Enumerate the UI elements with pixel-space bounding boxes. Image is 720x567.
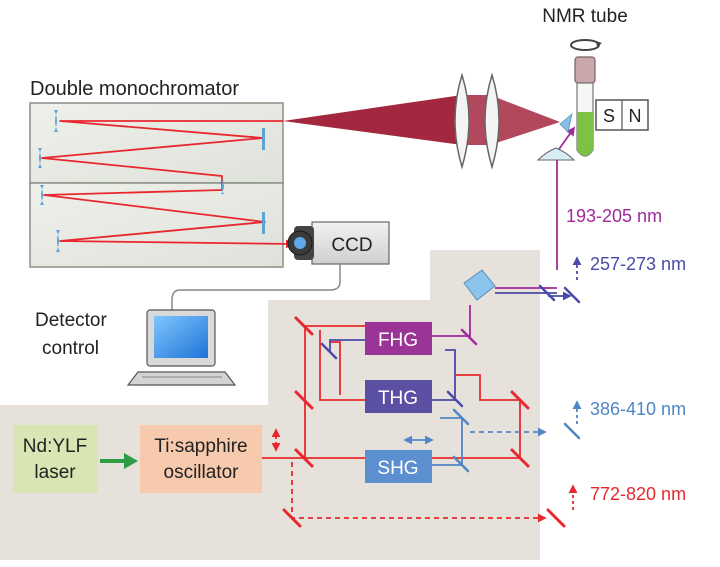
tisapphire-oscillator-box: Ti:sapphire oscillator — [140, 425, 262, 493]
nmr-tube-label: NMR tube — [542, 6, 628, 27]
collection-lens — [454, 72, 470, 170]
computer-icon — [126, 309, 237, 386]
nmr-tube — [574, 56, 596, 157]
ndylf-label-line2: laser — [34, 462, 76, 483]
fhg-label: FHG — [378, 330, 418, 351]
ccd-label: CCD — [331, 235, 372, 256]
harmonic-mirrors — [320, 284, 581, 473]
tisapphire-label-line1: Ti:sapphire — [154, 436, 247, 457]
fhg-box: FHG — [365, 322, 432, 355]
tisapphire-label-line2: oscillator — [164, 462, 240, 483]
ccd-camera: CCD — [287, 221, 390, 265]
uv-excitation-path — [536, 112, 576, 270]
focusing-lens — [484, 72, 500, 170]
wavelength-257-273-label: 257-273 nm — [590, 254, 686, 274]
thg-box: THG — [365, 380, 432, 413]
optical-table-panel — [0, 250, 540, 560]
wavelength-193-205-label: 193-205 nm — [566, 206, 662, 226]
red-mirrors — [282, 316, 566, 528]
ccd-cable — [171, 264, 341, 310]
wavelength-772-820-label: 772-820 nm — [590, 484, 686, 504]
double-monochromator — [29, 102, 295, 268]
rotation-arrow-icon — [570, 39, 602, 51]
magnet: S N — [595, 99, 649, 131]
magnet-s-label: S — [603, 106, 615, 126]
detector-control-label-line2: control — [42, 338, 99, 359]
raman-collection-beam — [283, 95, 462, 145]
thg-label: THG — [378, 388, 418, 409]
double-monochromator-label: Double monochromator — [30, 78, 239, 100]
detector-control-label-line1: Detector — [35, 310, 107, 331]
pump-arrow-icon — [100, 453, 138, 469]
monochromator-beam-path — [41, 120, 295, 249]
ndylf-label-line1: Nd:YLF — [23, 436, 87, 457]
shg-label: SHG — [377, 458, 418, 479]
raman-focus-beam — [462, 95, 560, 145]
wavelength-386-410-label: 386-410 nm — [590, 399, 686, 419]
harmonic-separator-prism — [463, 269, 496, 301]
shg-box: SHG — [365, 450, 432, 483]
magnet-n-label: N — [629, 106, 642, 126]
ndylf-laser-box: Nd:YLF laser — [13, 425, 98, 493]
